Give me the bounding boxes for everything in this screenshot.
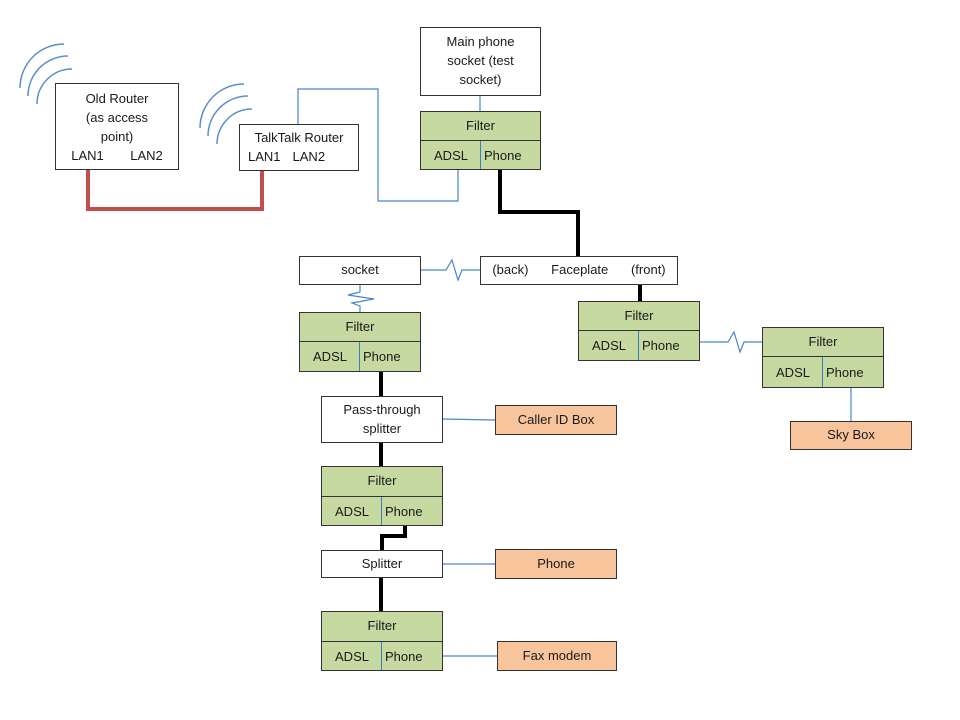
lower-filter-1-adsl: ADSL bbox=[335, 503, 369, 519]
right-filter-ports: ADSL Phone bbox=[762, 356, 884, 388]
sky-box: Sky Box bbox=[790, 421, 912, 450]
fax-modem-box: Fax modem bbox=[497, 641, 617, 671]
middle-filter-adsl: ADSL bbox=[592, 338, 626, 353]
middle-filter-ports: ADSL Phone bbox=[578, 330, 700, 361]
old-router-label-3: point) bbox=[100, 128, 134, 144]
bottom-filter-ports: ADSL Phone bbox=[321, 641, 443, 671]
lower-filter-1-ports: ADSL Phone bbox=[321, 496, 443, 526]
wifi-icon-talktalk-router bbox=[199, 83, 253, 145]
right-filter-label: Filter bbox=[762, 327, 884, 357]
left-filter-label: Filter bbox=[299, 312, 421, 342]
faceplate-front: (front) bbox=[630, 262, 666, 278]
pass-through-label-1: Pass-through bbox=[343, 401, 421, 417]
main-phone-socket-box: Main phone socket (test socket) bbox=[420, 27, 541, 96]
main-socket-label-2: socket (test bbox=[447, 53, 514, 69]
pass-through-label-2: splitter bbox=[362, 420, 402, 436]
caller-id-box: Caller ID Box bbox=[495, 405, 617, 435]
left-filter-ports: ADSL Phone bbox=[299, 341, 421, 372]
old-router-label-2: (as access bbox=[85, 109, 149, 125]
old-router-label-1: Old Router bbox=[85, 91, 149, 106]
main-filter-phone: Phone bbox=[484, 147, 522, 163]
lower-filter-1-phone: Phone bbox=[385, 503, 423, 519]
extension-wire bbox=[420, 258, 481, 282]
talktalk-router-lan2: LAN2 bbox=[292, 148, 326, 164]
talktalk-router-title: TalkTalk Router bbox=[254, 129, 344, 145]
faceplate-box: (back) Faceplate (front) bbox=[480, 256, 678, 285]
main-socket-label-3: socket) bbox=[459, 71, 502, 87]
left-filter-adsl: ADSL bbox=[313, 349, 347, 364]
old-router-box: Old Router (as access point) LAN1 LAN2 bbox=[55, 83, 179, 170]
main-filter-adsl: ADSL bbox=[434, 147, 468, 163]
pass-through-splitter-box: Pass-through splitter bbox=[321, 396, 443, 443]
talktalk-router-box: TalkTalk Router LAN1 LAN2 bbox=[239, 124, 359, 171]
main-filter-ports: ADSL Phone bbox=[420, 140, 541, 170]
right-filter-adsl: ADSL bbox=[776, 364, 810, 380]
main-filter-label: Filter bbox=[420, 111, 541, 141]
bottom-filter-label: Filter bbox=[321, 611, 443, 642]
old-router-lan2: LAN2 bbox=[130, 147, 163, 163]
talktalk-router-lan1: LAN1 bbox=[248, 148, 281, 164]
middle-filter-phone: Phone bbox=[642, 338, 680, 353]
old-router-lan1: LAN1 bbox=[71, 147, 104, 163]
wifi-icon-old-router bbox=[19, 43, 73, 105]
ethernet-cable bbox=[86, 170, 264, 211]
splitter-box: Splitter bbox=[321, 550, 443, 578]
main-line bbox=[498, 169, 580, 256]
faceplate-name: Faceplate bbox=[551, 262, 609, 278]
middle-filter-label: Filter bbox=[578, 301, 700, 331]
main-socket-label-1: Main phone bbox=[446, 34, 515, 50]
lower-filter-1-label: Filter bbox=[321, 466, 443, 497]
left-filter-phone: Phone bbox=[363, 349, 401, 364]
bottom-filter-phone: Phone bbox=[385, 648, 423, 664]
adsl-wire bbox=[297, 88, 459, 202]
right-filter-phone: Phone bbox=[826, 364, 864, 380]
bottom-filter-adsl: ADSL bbox=[335, 648, 369, 664]
faceplate-back: (back) bbox=[492, 262, 529, 278]
phone-device-box: Phone bbox=[495, 549, 617, 579]
extension-socket-box: socket bbox=[299, 256, 421, 285]
